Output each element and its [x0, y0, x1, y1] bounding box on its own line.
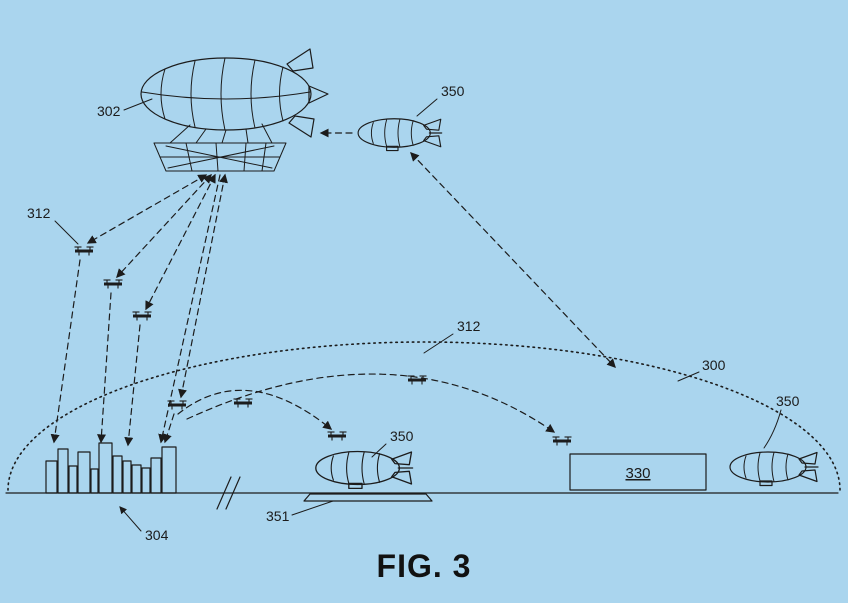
figure-caption: FIG. 3: [377, 548, 472, 584]
leader-line-350-ground: [371, 443, 387, 458]
label-351: 351: [266, 508, 290, 524]
uav-route-arrow: [97, 292, 112, 444]
building: [122, 460, 132, 494]
building: [90, 468, 99, 494]
uav-route-arrow: [86, 174, 208, 244]
shuttle-airship-ground: [315, 450, 414, 490]
label-350-right: 350: [776, 393, 800, 409]
shuttle-dome-arrow: [410, 152, 616, 368]
uav-route-arrow: [163, 413, 175, 444]
leader-arrow-304: [119, 506, 142, 532]
label-350-top: 350: [441, 83, 465, 99]
uav-drone: [326, 430, 348, 442]
building: [112, 455, 123, 494]
uav-drones: [73, 245, 573, 447]
city-skyline: [45, 442, 177, 494]
gondola-cables: [169, 123, 273, 144]
building: [150, 457, 162, 494]
label-312-dome: 312: [457, 318, 481, 334]
airborne-fulfillment-center: [140, 48, 329, 172]
airship-tail-fin-upper: [286, 48, 314, 72]
airship-tail-fin-center: [308, 85, 329, 104]
ground-station-box: [569, 453, 707, 491]
label-300: 300: [702, 357, 726, 373]
gondola-basket: [153, 142, 287, 172]
building: [131, 464, 142, 494]
route-arrows: [50, 128, 616, 447]
airship-envelope: [140, 57, 312, 131]
uav-route-arrow: [158, 174, 221, 444]
building: [68, 465, 78, 494]
airship-envelope-seams: [141, 57, 311, 131]
building: [77, 451, 91, 494]
airship-tail-fin-lower: [288, 115, 315, 138]
shuttle-airship-top: [357, 118, 443, 152]
label-350-ground: 350: [390, 428, 414, 444]
leader-line-302: [123, 98, 153, 111]
label-330: 330: [625, 465, 650, 482]
label-304: 304: [145, 527, 169, 543]
uav-route-arc: [186, 373, 556, 433]
uav-drone: [131, 310, 153, 322]
building: [98, 442, 113, 494]
uav-drone: [102, 278, 124, 290]
leader-line-312-dome: [423, 333, 454, 354]
building: [45, 460, 58, 494]
uav-route-arrow: [178, 173, 228, 399]
leader-line-300: [677, 371, 700, 382]
landing-platform: [303, 493, 433, 502]
leader-line-350-right: [763, 409, 782, 449]
leader-lines: [54, 98, 782, 532]
ground-break-marks: [216, 476, 241, 510]
shuttle-airship-right: [729, 451, 819, 487]
label-312-left: 312: [27, 205, 51, 221]
uav-route-arrow: [50, 259, 81, 444]
leader-line-351: [291, 500, 334, 516]
uav-drone: [551, 435, 573, 447]
leader-line-312-left: [54, 220, 79, 245]
building: [57, 448, 69, 494]
uav-route-arc: [177, 389, 333, 430]
building: [141, 467, 151, 494]
uav-drone: [73, 245, 95, 257]
label-302: 302: [97, 103, 121, 119]
leader-line-350-top: [416, 98, 438, 117]
building: [161, 446, 177, 494]
uav-drone: [232, 397, 254, 409]
uav-route-arrow: [124, 324, 141, 447]
uav-route-arrow: [116, 174, 212, 278]
